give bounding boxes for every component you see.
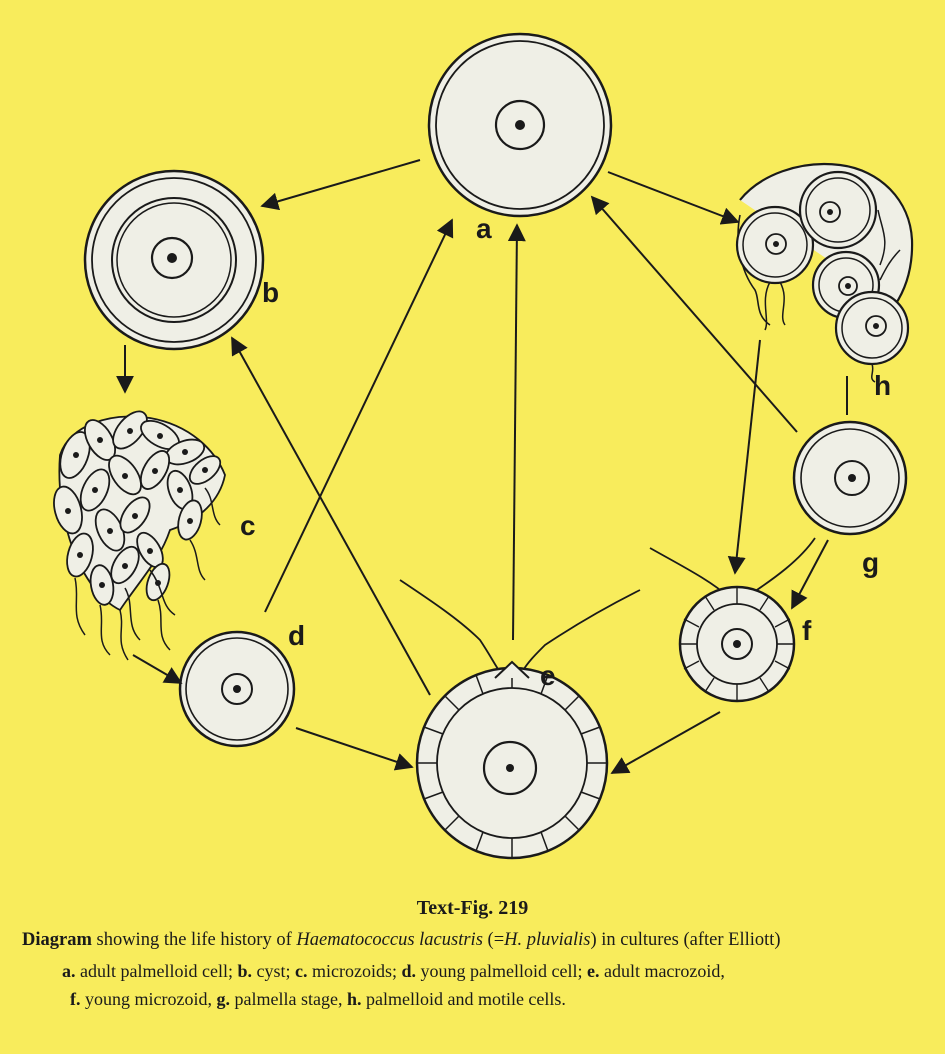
legend-text: microzoids; (307, 961, 402, 981)
arrow-e-to-b (231, 336, 431, 696)
legend-key: f. (70, 989, 81, 1009)
label-c: c (240, 510, 256, 541)
legend-line-2: f. young microzoid, g. palmella stage, h… (70, 989, 937, 1010)
cell-c (53, 410, 226, 661)
legend-text: cyst; (251, 961, 295, 981)
cycle-arrows (116, 159, 829, 774)
arrow-d-to-a (264, 218, 454, 613)
cell-a (427, 32, 613, 218)
figure-number: Text-Fig. 219 (416, 897, 529, 919)
legend-key: a. (62, 961, 76, 981)
label-e: e (540, 660, 556, 691)
legend-text: adult macrozoid, (599, 961, 725, 981)
life-cycle-diagram: a b (53, 32, 914, 860)
legend-key: h. (346, 989, 362, 1009)
legend-key: d. (401, 961, 416, 981)
arrow-e-to-a (507, 223, 526, 641)
legend-text: young microzoid, (80, 989, 217, 1009)
legend-text: palmelloid and motile cells. (361, 989, 566, 1009)
legend-key: c. (294, 961, 308, 981)
arrow-h-to-f (727, 339, 761, 575)
synonym-open: (= (482, 930, 505, 950)
arrow-f-to-e (610, 711, 721, 774)
cell-d (178, 630, 296, 748)
legend-key: e. (586, 961, 600, 981)
label-f: f (802, 615, 812, 646)
cell-b (83, 169, 265, 351)
species-name: Haematococcus lacustris (296, 930, 483, 950)
arrow-g-to-f (791, 539, 829, 610)
legend-text: young palmelloid cell; (415, 961, 587, 981)
label-d: d (288, 620, 305, 651)
arrow-a-to-b (260, 159, 421, 211)
label-a: a (476, 213, 492, 244)
caption-end: ) in cultures (after Elliott) (590, 930, 781, 950)
label-h: h (874, 370, 891, 401)
label-g: g (862, 547, 879, 578)
arrow-d-to-e (295, 727, 414, 771)
label-b: b (262, 277, 279, 308)
species-synonym: H. pluvialis (504, 930, 591, 950)
cell-g (792, 420, 908, 536)
legend-text: palmella stage, (229, 989, 347, 1009)
caption-title: Diagram showing the life history of Haem… (22, 930, 937, 951)
legend-key: g. (216, 989, 230, 1009)
cell-f (649, 537, 816, 703)
legend-key: b. (237, 961, 252, 981)
figure-caption: Text-Fig. 219 Diagram showing the life h… (0, 885, 945, 1045)
legend-text: adult palmelloid cell; (75, 961, 238, 981)
arrow-c-to-d (132, 654, 183, 684)
cell-e (399, 579, 641, 860)
caption-text: showing the life history of (91, 930, 297, 950)
caption-lead: Diagram (22, 930, 92, 950)
cell-h (735, 163, 914, 415)
arrow-g-to-a (590, 195, 798, 433)
legend-line-1: a. adult palmelloid cell; b. cyst; c. mi… (62, 961, 937, 982)
arrow-a-to-h (607, 171, 740, 225)
